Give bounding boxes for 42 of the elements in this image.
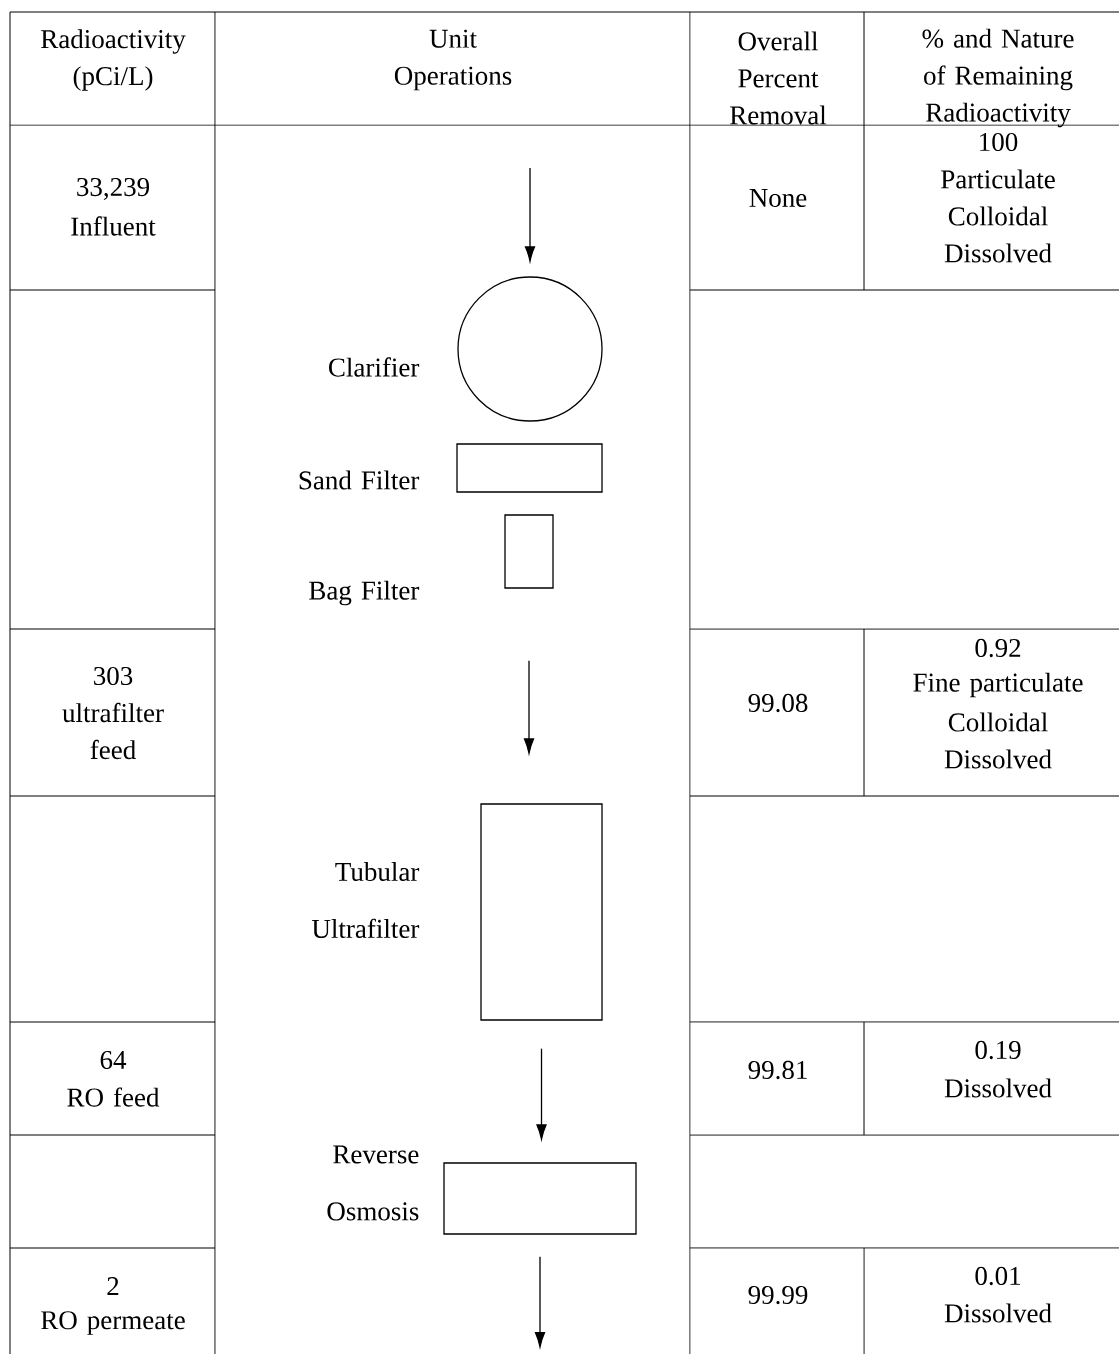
table-entry: 0.92 [975, 638, 1021, 658]
table-entry: 99.99 [748, 1285, 808, 1305]
filter-box [443, 1162, 637, 1235]
table-entry: Dissolved [944, 749, 1052, 769]
table-entry: 99.08 [748, 693, 808, 713]
table-entry: 100 [980, 132, 1018, 152]
unit-label: Tubular Ultrafilter [311, 862, 420, 938]
column-header: Unit Operations [394, 29, 512, 91]
table-entry: 99.81 [748, 1060, 807, 1080]
table-entry: None [749, 189, 807, 207]
table-entry: Dissolved [944, 1303, 1052, 1323]
table-entry: ultrafilter feed [62, 702, 164, 760]
column-header: Radioactivity (pCi/L) [41, 29, 186, 91]
arrow [534, 1256, 546, 1348]
unit-label: Clarifier [329, 357, 420, 377]
table-entry: 0.01 [975, 1266, 1020, 1286]
table-entry: Dissolved [944, 243, 1052, 263]
filter-box [480, 803, 603, 1021]
table-entry: Particulate [941, 169, 1055, 189]
table-entry: Influent [71, 216, 156, 236]
table-entry: Fine particulate [913, 672, 1083, 698]
arrow [524, 167, 536, 262]
unit-label: Sand Filter [299, 470, 420, 490]
column-header: Overall Percent Removal [730, 31, 827, 125]
table-entry: 33,239 [77, 178, 149, 200]
table-entry: Dissolved [944, 1078, 1052, 1098]
table-entry: 303 [94, 666, 133, 686]
filter-box [504, 514, 554, 589]
unit-label: Reverse Osmosis [327, 1145, 419, 1221]
arrow [536, 1048, 547, 1140]
table-entry: Colloidal [948, 206, 1048, 226]
table-entry: 64 [100, 1050, 127, 1070]
table-entry: 2 [107, 1277, 119, 1295]
table-entry: RO feed [67, 1087, 160, 1107]
clarifier-circle [457, 276, 603, 422]
table-entry: Colloidal [948, 712, 1048, 732]
table-entry: RO permeate [41, 1311, 185, 1335]
table-entry: 0.19 [975, 1040, 1021, 1060]
filter-box [456, 443, 603, 493]
unit-label: Bag Filter [309, 580, 420, 606]
arrow [523, 660, 535, 754]
column-header: % and Nature of Remaining Radioactivity [922, 28, 1074, 128]
